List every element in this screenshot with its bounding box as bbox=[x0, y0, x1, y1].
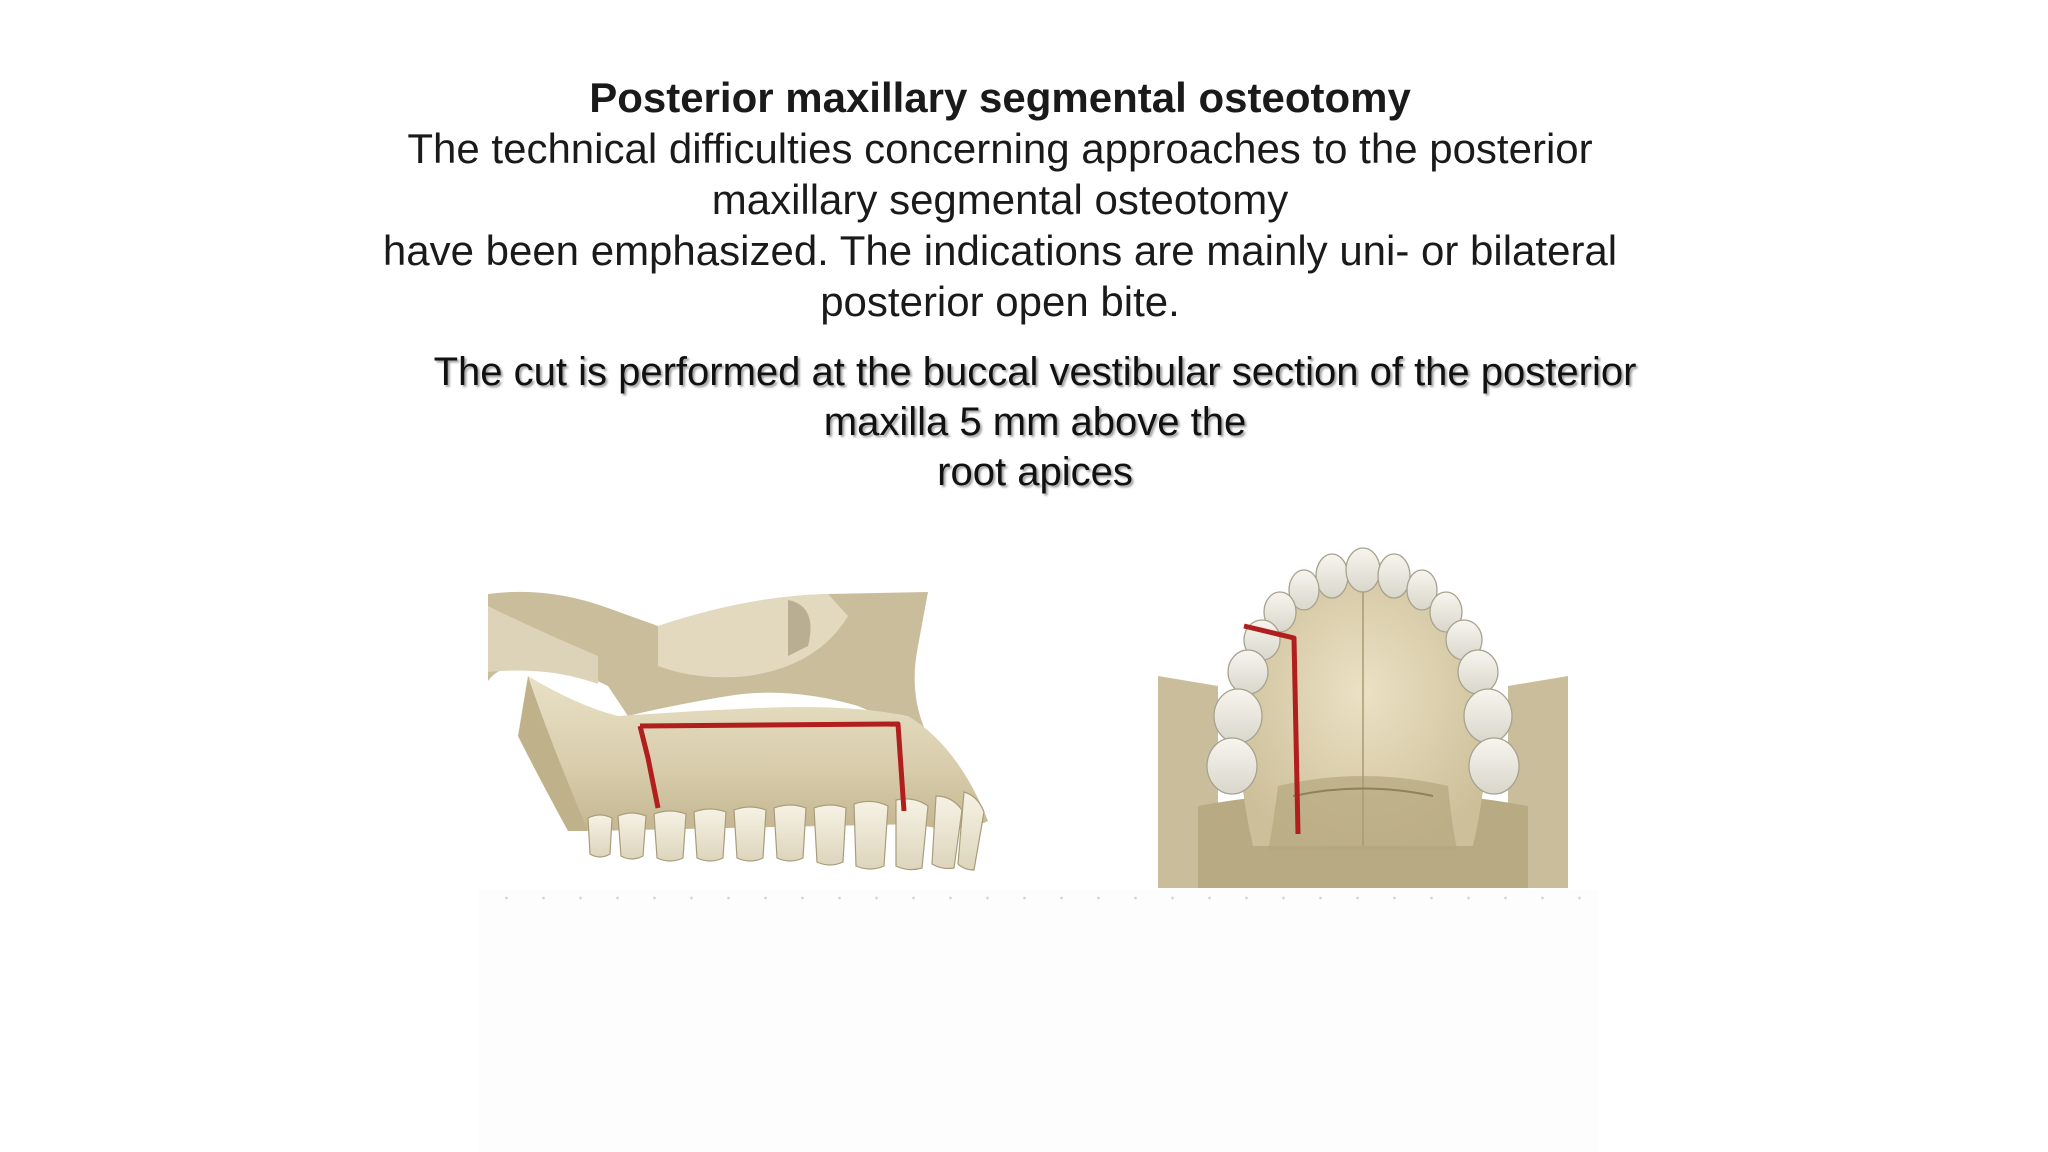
intro-line: have been emphasized. The indications ar… bbox=[382, 227, 1618, 274]
lateral-maxilla-osteotomy-illustration bbox=[488, 591, 988, 871]
intro-line: The technical difficulties concerning ap… bbox=[407, 125, 1593, 172]
intro-text-block: Posterior maxillary segmental osteotomy … bbox=[330, 72, 1670, 327]
intro-line: maxillary segmental osteotomy bbox=[711, 176, 1289, 223]
occlusal-maxilla-osteotomy-illustration bbox=[1158, 547, 1568, 888]
cut-line: root apices bbox=[937, 450, 1133, 494]
background-panel bbox=[478, 890, 1598, 1152]
cut-line: The cut is performed at the buccal vesti… bbox=[433, 350, 1637, 394]
slide-title: Posterior maxillary segmental osteotomy bbox=[589, 74, 1411, 121]
intro-line: posterior open bite. bbox=[820, 278, 1180, 325]
divider-dots bbox=[488, 896, 1598, 900]
cut-line: maxilla 5 mm above the bbox=[823, 400, 1247, 444]
cut-description-block: The cut is performed at the buccal vesti… bbox=[330, 347, 1740, 497]
